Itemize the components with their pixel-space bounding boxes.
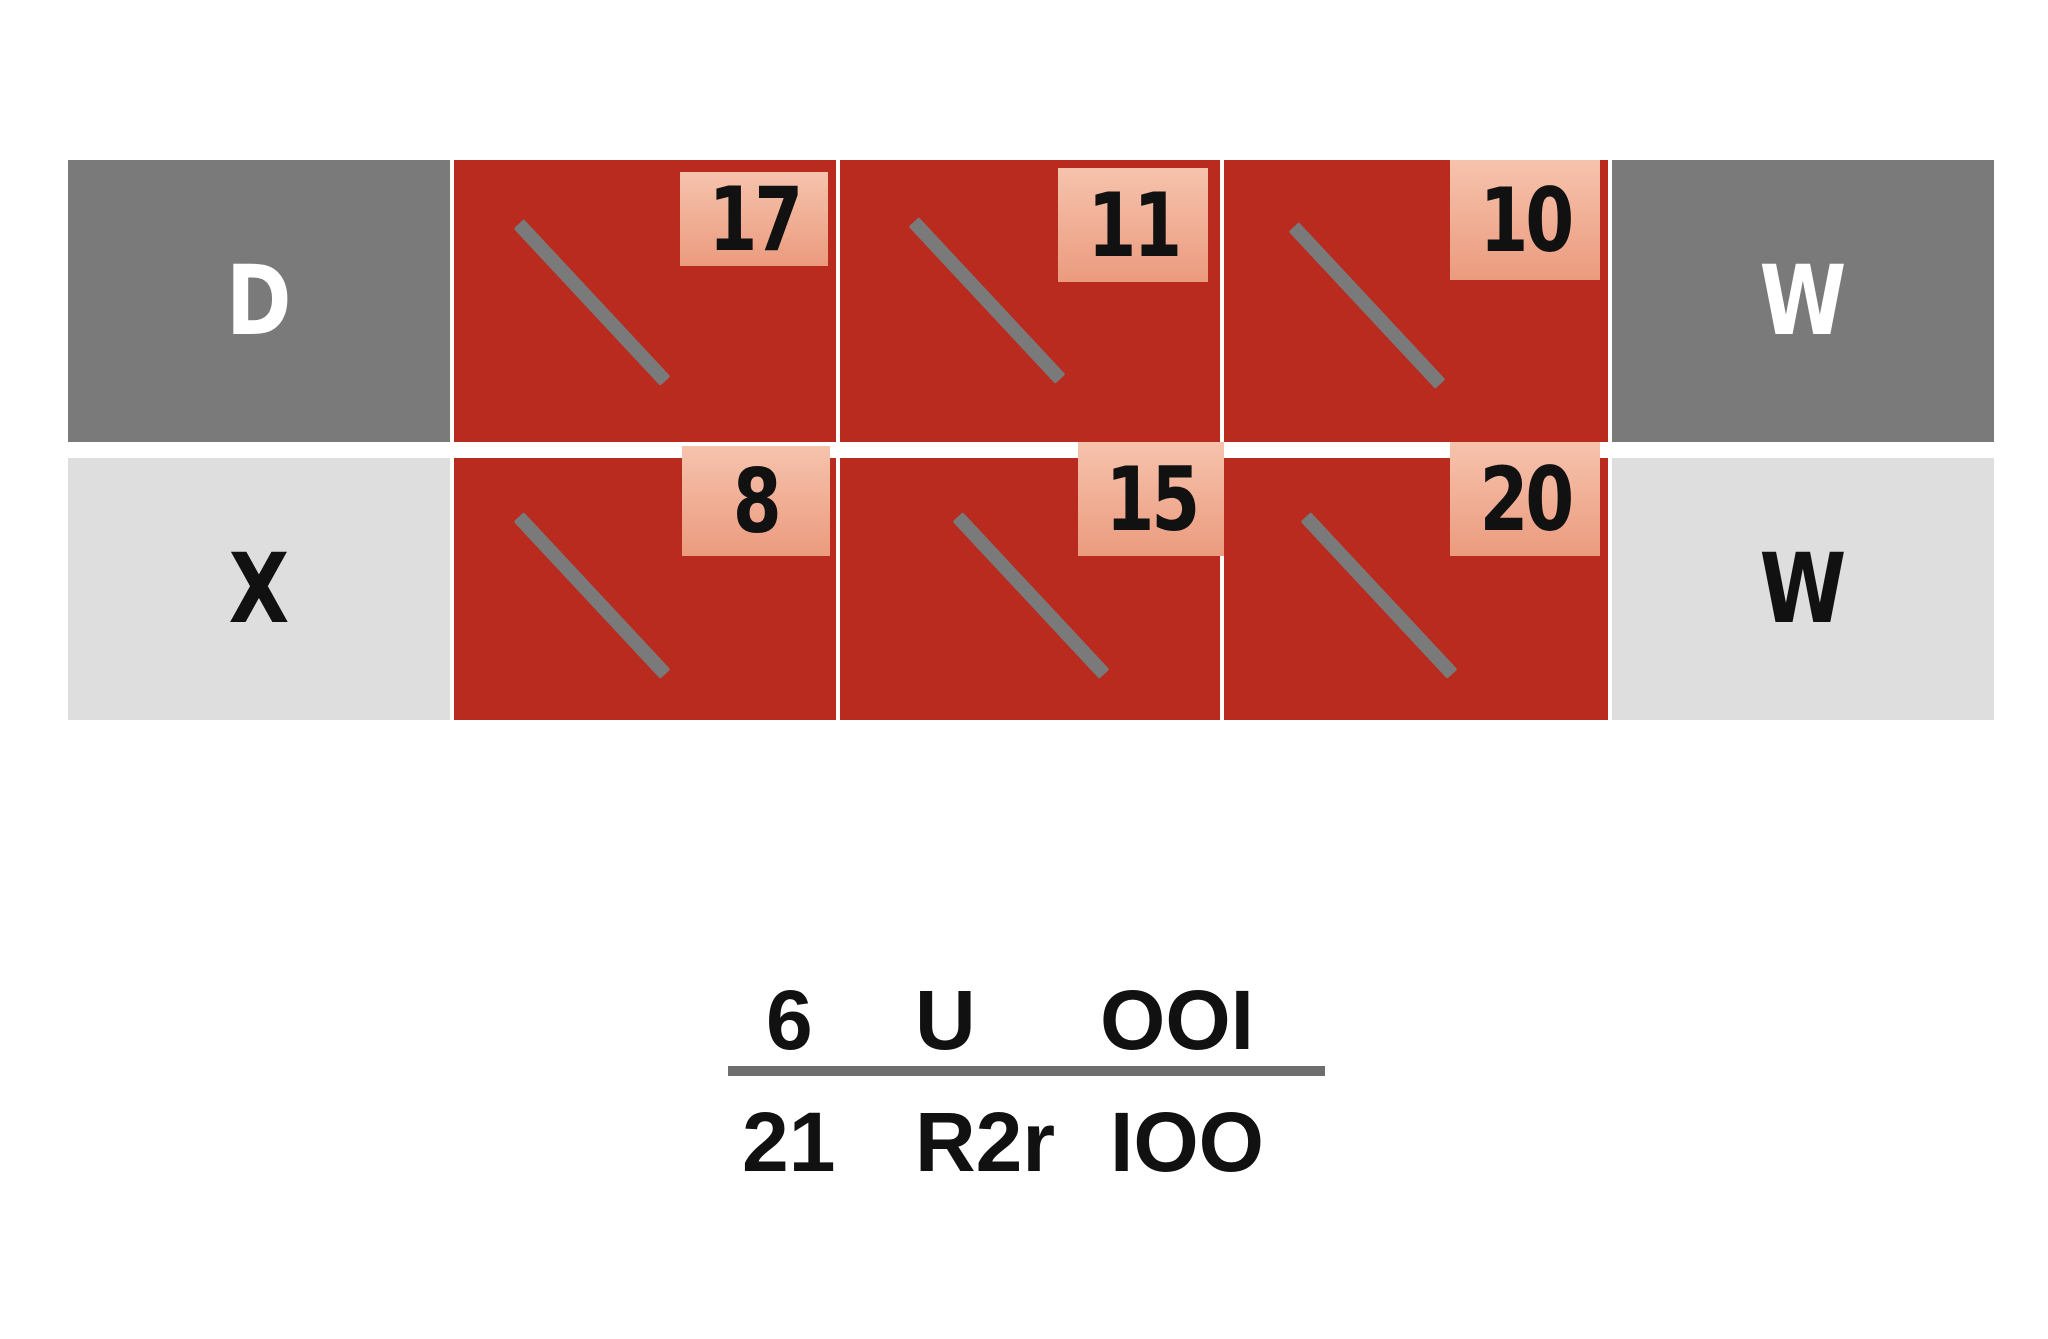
diagonal-stroke	[513, 512, 671, 679]
denominator-term-3: IOO	[1110, 1095, 1265, 1189]
row1-right-label: W	[1759, 245, 1847, 357]
number-tag: 17	[680, 168, 828, 271]
diagonal-stroke	[1300, 512, 1458, 679]
row1-right-label-cell: W	[1612, 160, 1994, 442]
row1-left-label: D	[226, 245, 292, 357]
row2-cell-1: 8	[454, 446, 836, 720]
row1-cell-3: 10	[1224, 160, 1608, 442]
numerator-term-3: OOI	[1100, 973, 1255, 1067]
numerator-term-1: 6	[766, 973, 813, 1067]
row2-right-label: W	[1759, 533, 1847, 645]
number-tag: 15	[1078, 442, 1224, 556]
number-tag-value: 20	[1479, 447, 1574, 551]
number-tag: 11	[1058, 168, 1208, 282]
number-tag: 10	[1450, 160, 1600, 280]
row2-right-label-cell: W	[1612, 458, 1994, 720]
number-tag-value: 15	[1105, 447, 1200, 551]
number-tag-value: 11	[1087, 173, 1182, 277]
numerator-term-2: U	[915, 973, 976, 1067]
row2-cell-3: 20	[1224, 442, 1608, 720]
diagonal-stroke	[1288, 222, 1446, 389]
row1-left-label-cell: D	[68, 160, 450, 442]
number-tag-value: 17	[708, 167, 803, 271]
diagonal-stroke	[513, 219, 671, 386]
number-tag-value: 8	[733, 449, 782, 553]
denominator-term-2: R2r	[915, 1095, 1056, 1189]
number-tag-value: 10	[1479, 168, 1574, 272]
row2-cell-2: 15	[840, 442, 1224, 720]
row2-left-label: X	[228, 533, 290, 645]
number-tag: 8	[682, 446, 830, 556]
number-tag: 20	[1450, 442, 1600, 556]
diagonal-stroke	[908, 217, 1066, 384]
row1-cell-1: 17	[454, 160, 836, 442]
row1-cell-2: 11	[840, 160, 1220, 442]
fraction-bar	[728, 1066, 1325, 1076]
denominator-term-1: 21	[742, 1095, 836, 1189]
row2-left-label-cell: X	[68, 458, 450, 720]
